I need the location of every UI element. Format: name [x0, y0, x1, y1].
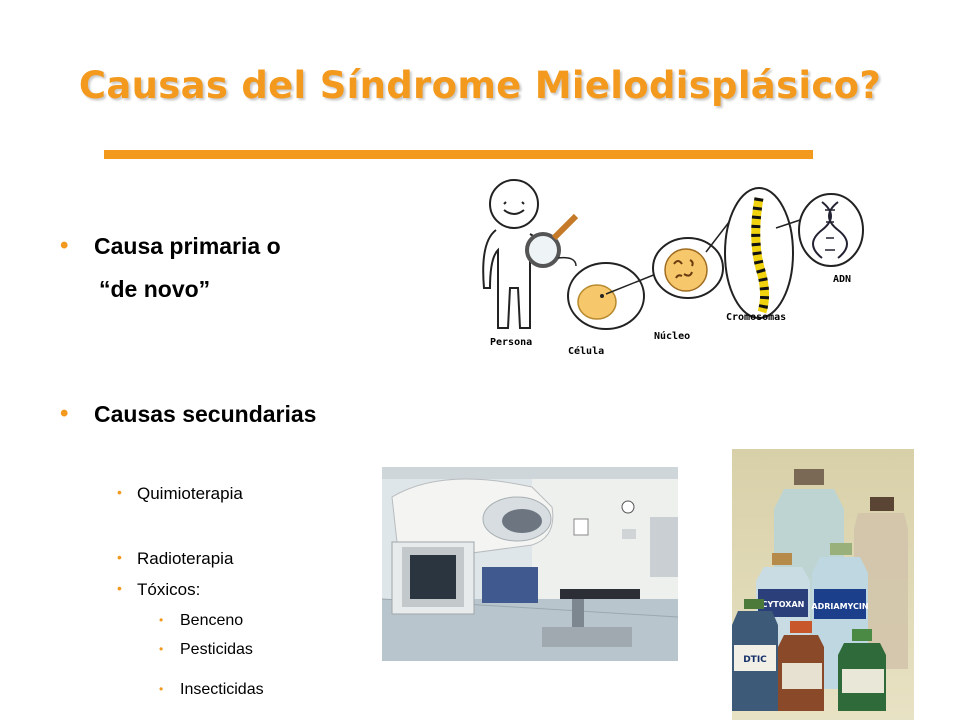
vial-cap	[794, 469, 824, 485]
slide-title: Causas del Síndrome Mielodisplásico?	[78, 64, 882, 107]
bullet-insecticidas-label: Insecticidas	[180, 681, 264, 698]
bullet-dot: •	[117, 580, 122, 596]
title-underline	[104, 150, 813, 159]
bullet-dot: •	[159, 642, 164, 656]
drug-label-cytoxan: CYTOXAN	[762, 600, 805, 609]
label-nucleo: Núcleo	[654, 330, 690, 342]
bullet-insecticidas: • Insecticidas	[159, 681, 264, 699]
label-celula: Célula	[568, 345, 604, 357]
bullet-dot: •	[60, 400, 69, 427]
bullet-radioterapia-label: Radioterapia	[137, 549, 234, 568]
bullet-benceno-label: Benceno	[180, 612, 244, 629]
connector-line	[605, 273, 657, 295]
bullet-dot: •	[159, 613, 164, 627]
drug-label-dtic: DTIC	[743, 655, 767, 665]
bullet-radioterapia: • Radioterapia	[117, 549, 234, 569]
nucleus-drawing	[652, 237, 724, 299]
bullet-quimioterapia: • Quimioterapia	[117, 484, 243, 504]
label-adn: ADN	[833, 274, 851, 285]
bullet-benceno: • Benceno	[159, 612, 244, 630]
bullet-secondary-label: Causas secundarias	[94, 401, 317, 427]
dna-drawing	[798, 193, 864, 267]
radiotherapy-room-photo	[382, 467, 678, 661]
bullet-pesticidas: • Pesticidas	[159, 641, 253, 659]
bullet-toxicos: • Tóxicos:	[117, 580, 201, 600]
drug-label-adriamycin: ADRIAMYCIN	[811, 602, 868, 611]
bullet-pesticidas-label: Pesticidas	[180, 641, 253, 658]
cell-drawing	[557, 256, 645, 330]
bullet-dot: •	[159, 682, 164, 696]
bullet-quimioterapia-label: Quimioterapia	[137, 484, 243, 503]
bullet-dot: •	[117, 549, 122, 565]
label-persona: Persona	[490, 337, 532, 348]
bullet-primary-cause-continued: “de novo”	[99, 276, 210, 303]
bullet-primary-line1: Causa primaria o	[94, 233, 281, 259]
chemotherapy-vials-photo: ADRIAMYCIN CYTOXAN DTIC	[732, 449, 914, 720]
bullet-secondary-causes: • Causas secundarias	[60, 400, 317, 428]
person-cell-dna-illustration: Persona Célula Núcleo Cromosomas ADN	[482, 179, 864, 357]
chromosome-drawing	[724, 187, 794, 319]
label-cromosomas: Cromosomas	[726, 312, 786, 323]
bullet-toxicos-label: Tóxicos:	[137, 580, 201, 599]
bullet-primary-line2: “de novo”	[99, 276, 211, 302]
bullet-dot: •	[60, 232, 69, 259]
magnifier-icon	[525, 213, 579, 268]
bullet-dot: •	[117, 484, 122, 500]
bullet-primary-cause: • Causa primaria o	[60, 232, 281, 260]
